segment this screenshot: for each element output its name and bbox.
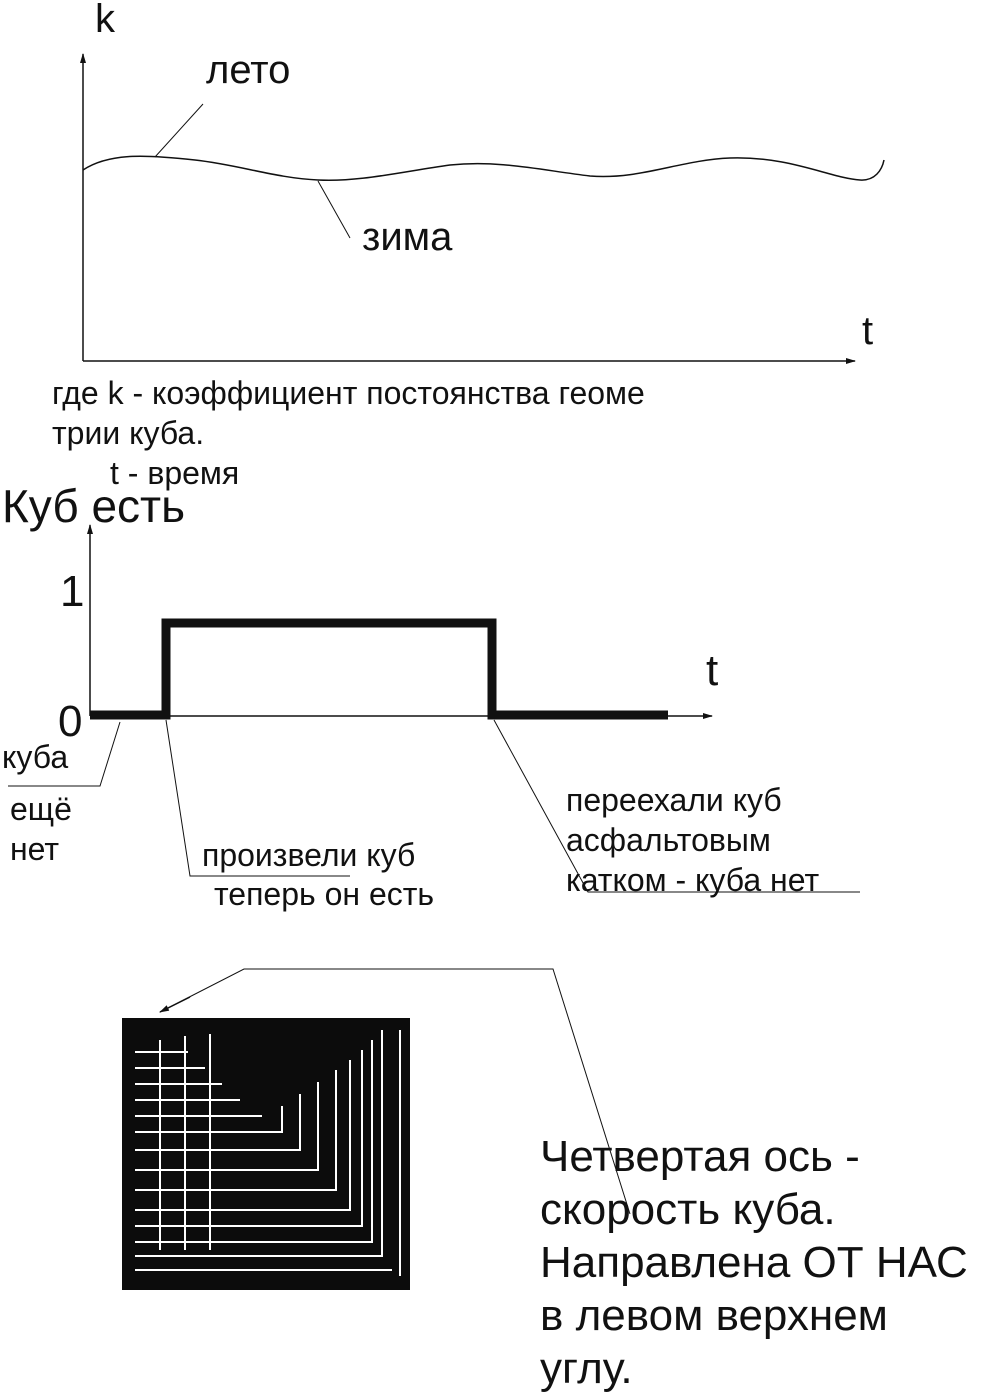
cube-note: Четвертая ось - скорость куба. Направлен… <box>540 1132 968 1393</box>
cube-note-line-2: скорость куба. <box>540 1185 836 1234</box>
legend-line-1: где k - коэффициент постоянства геоме <box>52 375 645 411</box>
no-cube-leader-line <box>8 721 121 787</box>
made-cube-line-1: произвели куб <box>202 837 415 873</box>
cube-step-line <box>90 618 668 720</box>
summer-label: лето <box>206 48 290 92</box>
flattened-line-2: асфальтовым <box>566 822 771 858</box>
cube-note-line-4: в левом верхнем <box>540 1291 888 1340</box>
made-cube-line-2: теперь он есть <box>214 876 434 912</box>
k-chart: k t лето зима <box>80 0 885 364</box>
flattened-leader-line <box>493 719 860 893</box>
t-axis-label-top: t <box>862 309 873 353</box>
y-tick-zero: 0 <box>58 697 82 746</box>
hypercube-drawing <box>122 968 631 1290</box>
no-cube-line-3: нет <box>10 831 59 867</box>
k-wave-curve <box>82 155 885 182</box>
no-cube-line-1: куба <box>2 739 68 775</box>
made-cube-leader-line <box>165 719 350 877</box>
cube-pointer-arrow <box>159 996 191 1013</box>
no-cube-line-2: ещё <box>10 791 72 827</box>
y-tick-one: 1 <box>60 567 84 616</box>
cube-note-line-5: углу. <box>540 1344 633 1393</box>
cube-chart-title: Куб есть <box>2 480 185 532</box>
cube-pointer-line <box>159 968 631 1215</box>
cube-note-line-3: Направлена ОТ НАС <box>540 1238 968 1287</box>
cube-exists-chart: Куб есть 1 0 t куба ещё нет произвели ку… <box>2 480 860 912</box>
flattened-line-3: катком - куба нет <box>566 862 819 898</box>
cube-note-line-1: Четвертая ось - <box>540 1132 860 1181</box>
cube-nested-edges <box>135 1030 401 1276</box>
winter-label: зима <box>362 215 453 259</box>
legend-line-2: трии куба. <box>52 415 204 451</box>
legend-text: где k - коэффициент постоянства геоме тр… <box>52 375 645 491</box>
k-axis-label: k <box>95 0 116 41</box>
winter-leader-line <box>317 180 351 239</box>
legend-line-3: t - время <box>110 455 239 491</box>
flattened-line-1: переехали куб <box>566 782 782 818</box>
cube-front-face <box>122 1018 410 1290</box>
summer-leader-line <box>154 103 204 158</box>
t-axis-label-bottom: t <box>706 646 718 695</box>
